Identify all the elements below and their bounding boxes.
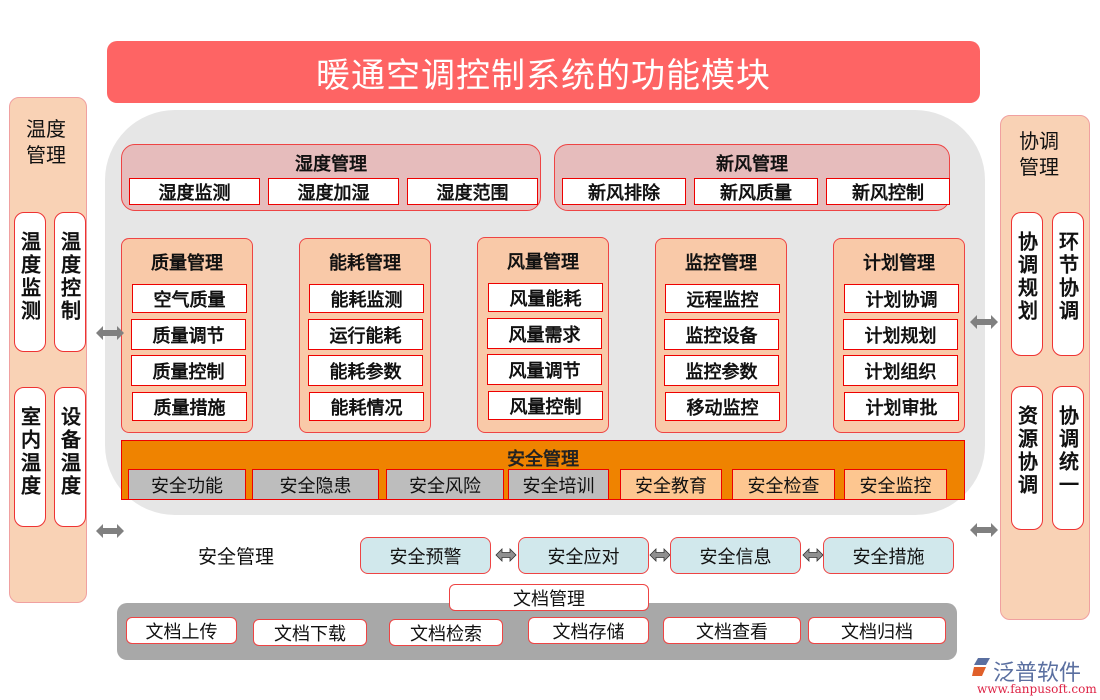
quality-management-group: 质量管理 空气质量 质量调节 质量控制 质量措施 <box>121 238 253 433</box>
logo-url: www.fanpusoft.com <box>977 682 1097 696</box>
airflow-management-group: 风量管理 风量能耗 风量需求 风量调节 风量控制 <box>477 237 609 433</box>
quality-item[interactable]: 质量调节 <box>131 319 246 350</box>
safety-management-title: 安全管理 <box>507 449 579 470</box>
double-arrow-icon <box>970 315 998 329</box>
fresh-air-item[interactable]: 新风质量 <box>694 178 818 205</box>
safety-flow-item[interactable]: 安全措施 <box>823 537 954 574</box>
energy-item[interactable]: 能耗情况 <box>309 392 424 421</box>
energy-item[interactable]: 运行能耗 <box>308 319 423 350</box>
planning-item[interactable]: 计划规划 <box>843 319 958 350</box>
monitoring-item[interactable]: 监控参数 <box>664 355 779 386</box>
double-arrow-icon <box>495 548 517 562</box>
diagram-title: 暖通空调控制系统的功能模块 <box>107 41 980 103</box>
temperature-item[interactable]: 温度控制 <box>54 212 86 352</box>
energy-item[interactable]: 能耗参数 <box>308 355 423 386</box>
airflow-item[interactable]: 风量能耗 <box>488 283 603 312</box>
logo-name: 泛普软件 <box>993 661 1082 686</box>
coordination-item[interactable]: 协调统一 <box>1052 386 1084 530</box>
double-arrow-icon <box>970 523 998 537</box>
humidity-management-group: 湿度管理 湿度监测 湿度加湿 湿度范围 <box>121 144 541 211</box>
fanpu-logo-icon <box>972 658 990 676</box>
monitoring-management-title: 监控管理 <box>685 253 757 274</box>
safety-item[interactable]: 安全检查 <box>732 469 835 500</box>
energy-item[interactable]: 能耗监测 <box>309 284 424 313</box>
airflow-item[interactable]: 风量需求 <box>487 318 602 349</box>
planning-item[interactable]: 计划审批 <box>844 392 959 421</box>
safety-flow-item[interactable]: 安全预警 <box>360 537 491 574</box>
document-item[interactable]: 文档归档 <box>808 617 946 644</box>
monitoring-item[interactable]: 监控设备 <box>664 319 779 350</box>
temperature-item[interactable]: 温度监测 <box>14 212 46 352</box>
coordination-item[interactable]: 协调规划 <box>1011 212 1043 356</box>
temperature-item[interactable]: 室内温度 <box>14 387 46 527</box>
airflow-item[interactable]: 风量控制 <box>488 391 603 420</box>
monitoring-management-group: 监控管理 远程监控 监控设备 监控参数 移动监控 <box>655 238 787 433</box>
energy-management-group: 能耗管理 能耗监测 运行能耗 能耗参数 能耗情况 <box>299 238 431 433</box>
temperature-item[interactable]: 设备温度 <box>54 387 86 527</box>
fresh-air-item[interactable]: 新风控制 <box>826 178 950 205</box>
humidity-item[interactable]: 湿度加湿 <box>268 178 399 205</box>
fresh-air-management-group: 新风管理 新风排除 新风质量 新风控制 <box>554 144 950 211</box>
planning-item[interactable]: 计划组织 <box>843 355 958 386</box>
temperature-management-panel: 温度管理 温度监测 温度控制 室内温度 设备温度 <box>9 97 87 603</box>
double-arrow-icon <box>96 524 124 538</box>
fresh-air-item[interactable]: 新风排除 <box>562 178 686 205</box>
temperature-management-title: 温度管理 <box>26 117 66 167</box>
safety-management-bar: 安全管理 安全功能 安全隐患 安全风险 安全培训 安全教育 安全检查 安全监控 <box>121 440 965 500</box>
double-arrow-icon <box>649 548 671 562</box>
coordination-management-panel: 协调管理 协调规划 环节协调 资源协调 协调统一 <box>1000 115 1090 620</box>
document-item[interactable]: 文档查看 <box>663 617 801 644</box>
document-item[interactable]: 文档存储 <box>528 617 649 644</box>
fresh-air-management-title: 新风管理 <box>716 154 788 175</box>
coordination-item[interactable]: 资源协调 <box>1011 386 1043 530</box>
safety-item[interactable]: 安全监控 <box>844 469 947 500</box>
document-item[interactable]: 文档检索 <box>389 619 503 646</box>
safety-flow-item[interactable]: 安全应对 <box>518 537 649 574</box>
monitoring-item[interactable]: 远程监控 <box>665 284 780 313</box>
quality-management-title: 质量管理 <box>151 253 223 274</box>
document-item[interactable]: 文档下载 <box>253 619 367 646</box>
planning-item[interactable]: 计划协调 <box>844 284 959 313</box>
humidity-management-title: 湿度管理 <box>295 154 367 175</box>
quality-item[interactable]: 质量控制 <box>131 355 246 386</box>
safety-item[interactable]: 安全培训 <box>508 469 609 500</box>
document-item[interactable]: 文档上传 <box>126 617 237 644</box>
monitoring-item[interactable]: 移动监控 <box>665 392 780 421</box>
diagram-title-text: 暖通空调控制系统的功能模块 <box>316 55 771 96</box>
safety-flow-item[interactable]: 安全信息 <box>670 537 801 574</box>
coordination-item[interactable]: 环节协调 <box>1052 212 1084 356</box>
quality-item[interactable]: 空气质量 <box>132 284 247 313</box>
safety-item[interactable]: 安全隐患 <box>252 469 379 500</box>
airflow-management-title: 风量管理 <box>507 252 579 273</box>
airflow-item[interactable]: 风量调节 <box>487 354 602 385</box>
humidity-item[interactable]: 湿度监测 <box>129 178 260 205</box>
planning-management-title: 计划管理 <box>863 253 935 274</box>
safety-item[interactable]: 安全教育 <box>620 469 722 500</box>
double-arrow-icon <box>802 548 824 562</box>
double-arrow-icon <box>96 326 124 340</box>
document-management-title: 文档管理 <box>449 584 649 611</box>
safety-flow-label: 安全管理 <box>198 546 275 568</box>
safety-item[interactable]: 安全风险 <box>386 469 504 500</box>
coordination-management-title: 协调管理 <box>1019 129 1059 179</box>
planning-management-group: 计划管理 计划协调 计划规划 计划组织 计划审批 <box>833 238 965 433</box>
quality-item[interactable]: 质量措施 <box>132 392 247 421</box>
safety-item[interactable]: 安全功能 <box>128 469 246 500</box>
humidity-item[interactable]: 湿度范围 <box>407 178 538 205</box>
energy-management-title: 能耗管理 <box>329 253 401 274</box>
